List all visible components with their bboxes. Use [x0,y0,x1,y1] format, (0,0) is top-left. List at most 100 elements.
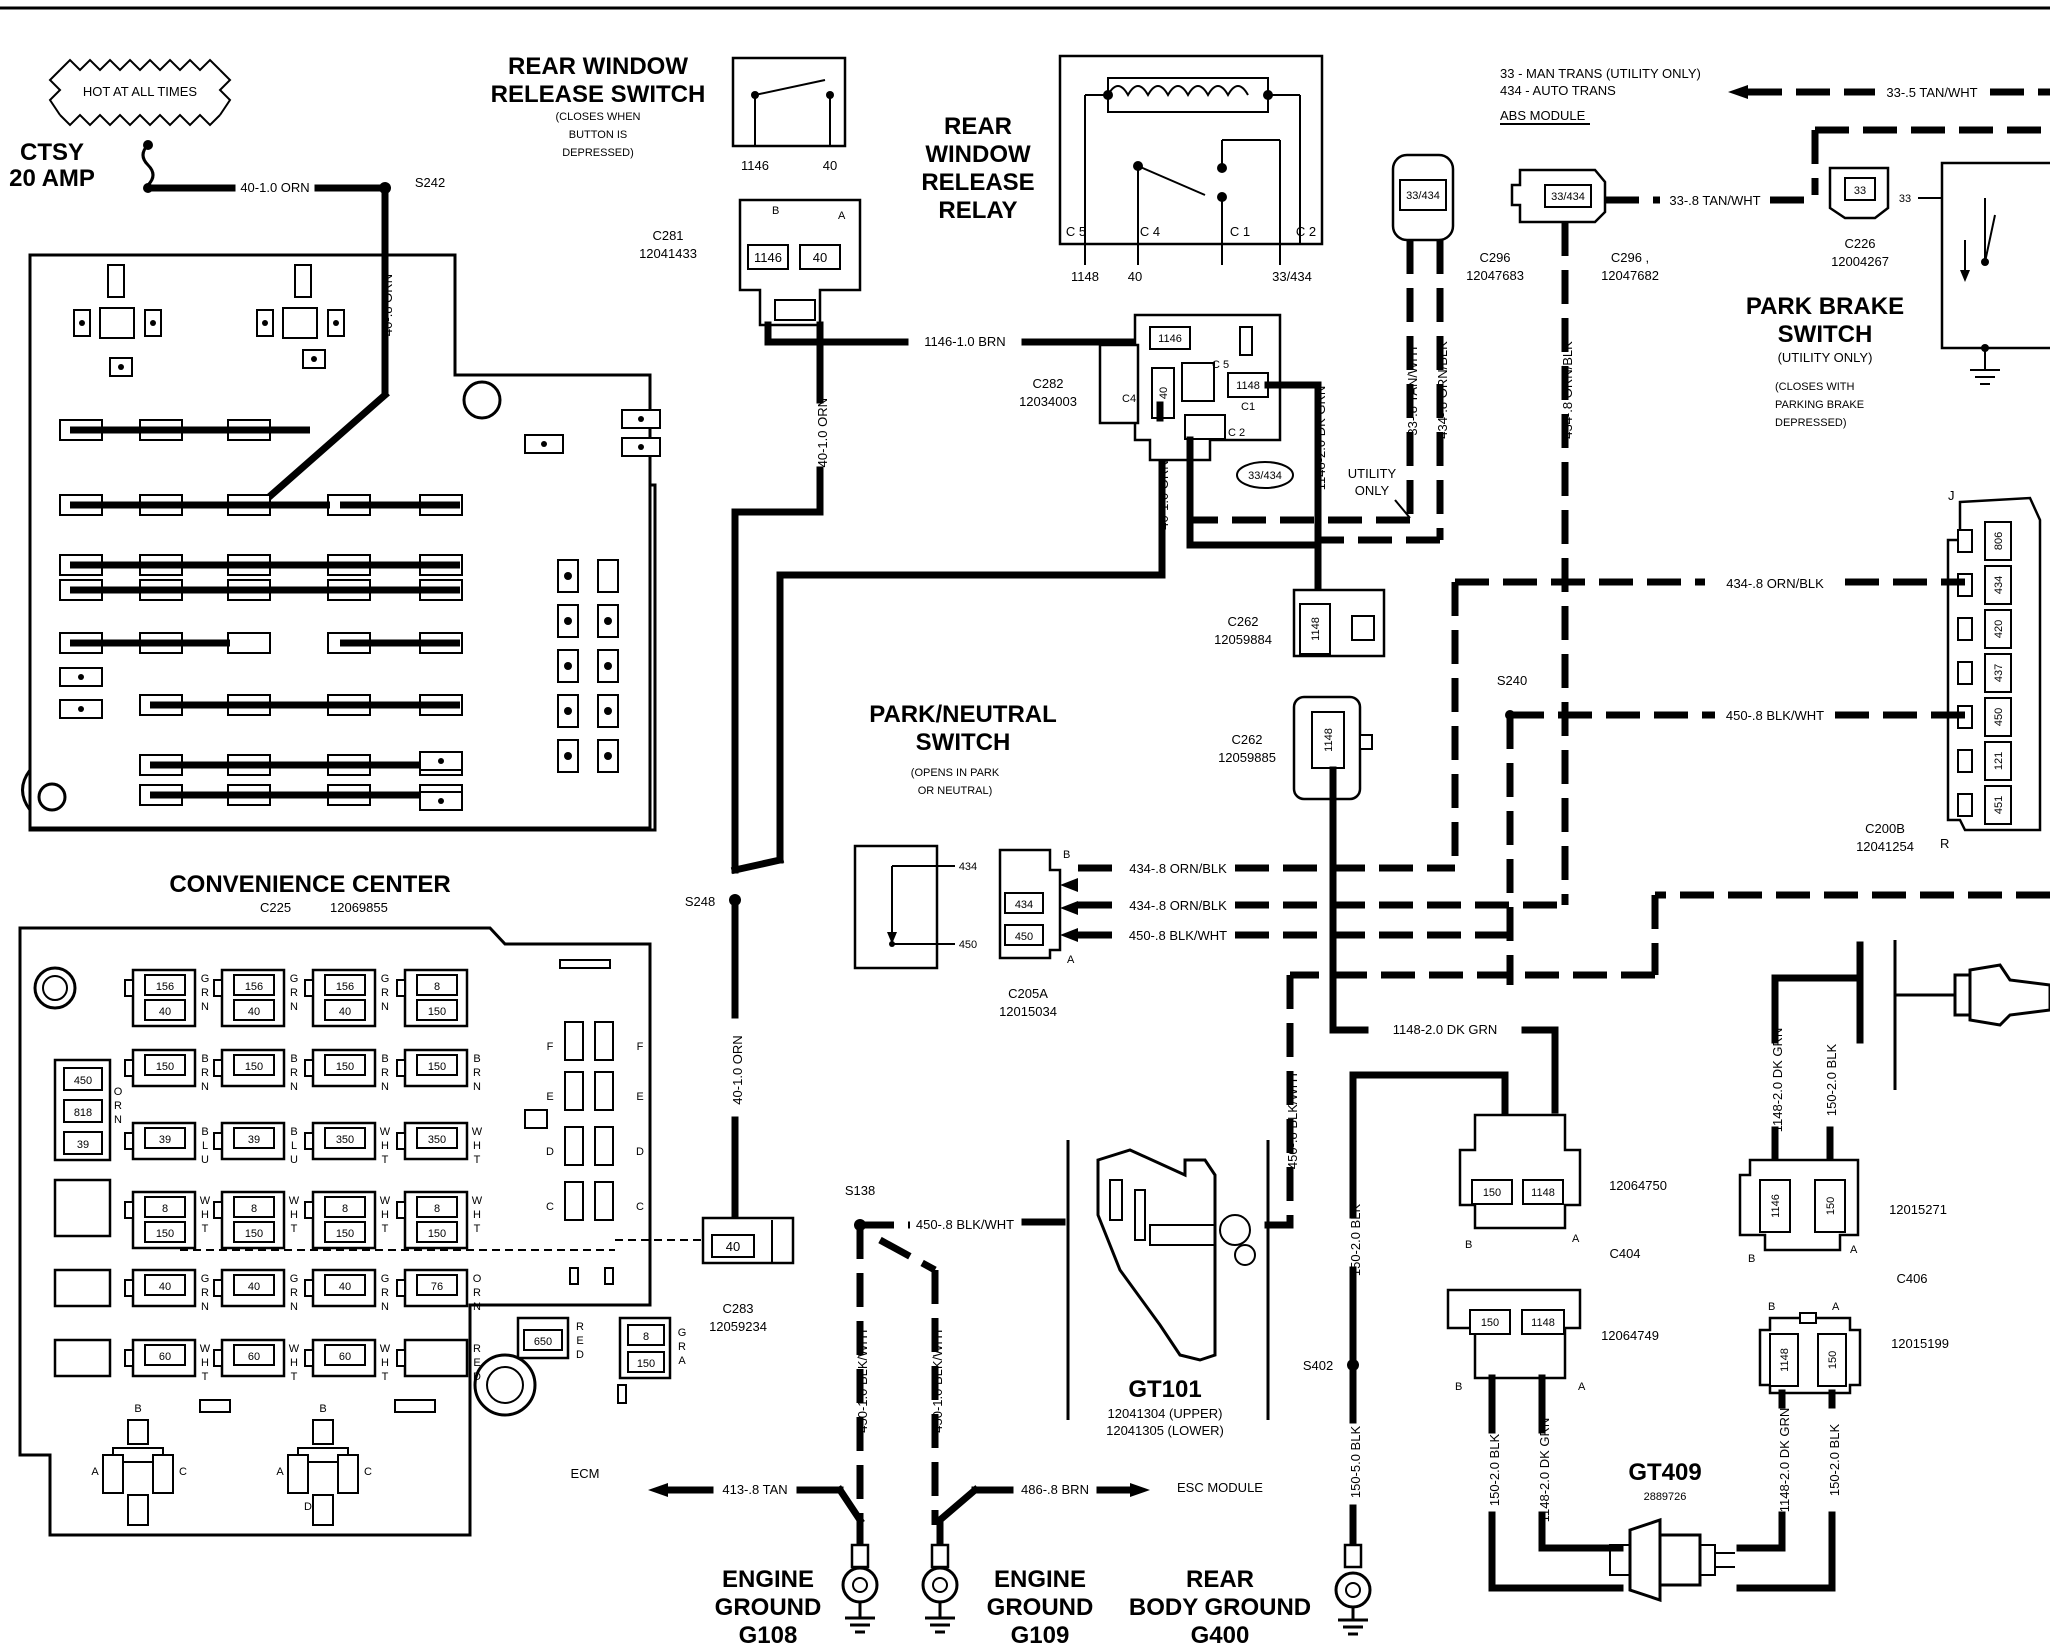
ctsy-label: CTSY [20,139,84,166]
cc-red: E [576,1335,583,1347]
cc-cell-color: T [382,1371,389,1383]
wire-434-ornblk2-label: 434-.8 ORN/BLK [1560,341,1575,439]
c262a-pin: 1148 [1310,617,1322,641]
cc-cell-bottom: 40 [159,1006,171,1018]
rws-pin-40: 40 [823,158,837,173]
splice-s240 [1505,710,1515,720]
cc-8: 8 [643,1331,649,1343]
cc-cell-top: 150 [336,1061,354,1073]
c282-pin-1148: 1148 [1236,380,1260,392]
fuse-block-upper [21,253,661,832]
cc-cell-color: T [202,1371,209,1383]
connector-c283: 40 [701,1216,795,1265]
wire-434-ornblk-label: 434-.8 ORN/BLK [1435,341,1450,439]
cc-cell-bottom: 150 [245,1228,263,1240]
c404-pn-top: 12064750 [1609,1178,1667,1193]
cc-cell-color: H [290,1209,298,1221]
gt101-upper: 12041304 (UPPER) [1108,1406,1223,1421]
c406-bot-b: B [1768,1301,1775,1313]
wire-434-j-label: 434-.8 ORN/BLK [1726,576,1824,591]
c296b-pn: 12047682 [1601,268,1659,283]
cc-cell-color: H [381,1357,389,1369]
c296a-id: C296 [1479,250,1510,265]
cc-cell-color: D [473,1371,481,1383]
c200b-pin: 437 [1993,664,2005,682]
cc-cell-color: O [473,1273,482,1285]
cc-cell-color: H [381,1209,389,1221]
c200b-pin: 806 [1993,532,2005,550]
relay-c5: C 5 [1066,224,1086,239]
g108-l2: GROUND [715,1594,822,1621]
c296b-pin: 33/434 [1551,191,1585,203]
c404-top-1148: 1148 [1531,1187,1555,1199]
gt409-pn: 2889726 [1644,1491,1687,1503]
cc-cell-color: R [473,1343,481,1355]
c200b-pin: 451 [1993,796,2005,814]
cc-cell-top: 150 [428,1061,446,1073]
pn-title-2: SWITCH [916,729,1011,756]
c205a-b: B [1063,849,1070,861]
c262b-pin: 1148 [1323,728,1335,752]
wire-33-tanwht2-label: 33-.8 TAN/WHT [1669,193,1760,208]
hot-at-all-times-badge: HOT AT ALL TIMES [48,58,232,127]
relay-title-4: RELAY [938,197,1017,224]
c282-oval-33-434: 33/434 [1248,470,1282,482]
cc-cell-color: H [290,1357,298,1369]
gt101-title: GT101 [1128,1376,1201,1403]
g109-l3: G109 [1011,1622,1070,1648]
g400-l3: G400 [1191,1622,1250,1648]
abs-arrow [1728,85,1748,99]
c200b-r: R [1940,836,1949,851]
c282-id: C282 [1032,376,1063,391]
cc-red: D [576,1349,584,1361]
g108-l3: G108 [739,1622,798,1648]
c262b-pn: 12059885 [1218,750,1276,765]
cc-cell-color: T [382,1223,389,1235]
cc-gra: G [678,1327,687,1339]
park-brake-note-1: (UTILITY ONLY) [1778,350,1873,365]
wire-40-orn-low-label: 40-1.0 ORN [730,1035,745,1104]
cc-cell-color: N [201,1301,209,1313]
connector-c406-upper: 1146 150 B A [1738,1158,1860,1265]
rear-window-switch: 1146 40 [731,56,847,173]
wire-450-s138-label: 450-.8 BLK/WHT [916,1217,1014,1232]
cc-slot-letter: C [636,1201,644,1213]
cc-cell-color: N [381,1081,389,1093]
cc-cell-bottom: 150 [156,1228,174,1240]
g108-l1: ENGINE [722,1566,814,1593]
pn-pin-450: 450 [959,939,977,951]
c404-bot-b: B [1455,1381,1462,1393]
relay-w33: 33/434 [1272,269,1312,284]
abs-line-3: ABS MODULE [1500,108,1586,123]
abs-wire-label: 33-.5 TAN/WHT [1886,85,1977,100]
c404-pn-bot: 12064749 [1601,1328,1659,1343]
utility-label-2: ONLY [1355,483,1390,498]
cc-cell-color: B [201,1126,208,1138]
rws-note-3: DEPRESSED) [562,147,634,159]
cc-left-color: O [114,1086,123,1098]
c226-pn: 12004267 [1831,254,1889,269]
park-neutral-switch: 434 450 [853,844,977,970]
c281-pin-40: 40 [813,250,827,265]
wire-40-orn-vert-label: 40-1.0 ORN [1156,460,1171,529]
connector-c281: 1146 40 B A [738,198,862,327]
cc-left-color: N [114,1114,122,1126]
cc-cell-color: E [473,1357,480,1369]
cc-cell-color: T [202,1223,209,1235]
s242-label: S242 [415,175,445,190]
cc-cell-color: W [380,1195,391,1207]
cc-relay-d: D [304,1501,312,1513]
esc-label: ESC MODULE [1177,1480,1263,1495]
c262b-id: C262 [1231,732,1262,747]
wire-40-orn-mid-label: 40-1.0 ORN [815,398,830,467]
fuse-slot [227,632,271,654]
cc-cell-top: 76 [431,1281,443,1293]
cc-cell-bottom: 150 [428,1006,446,1018]
c205a-pn: 12015034 [999,1004,1057,1019]
